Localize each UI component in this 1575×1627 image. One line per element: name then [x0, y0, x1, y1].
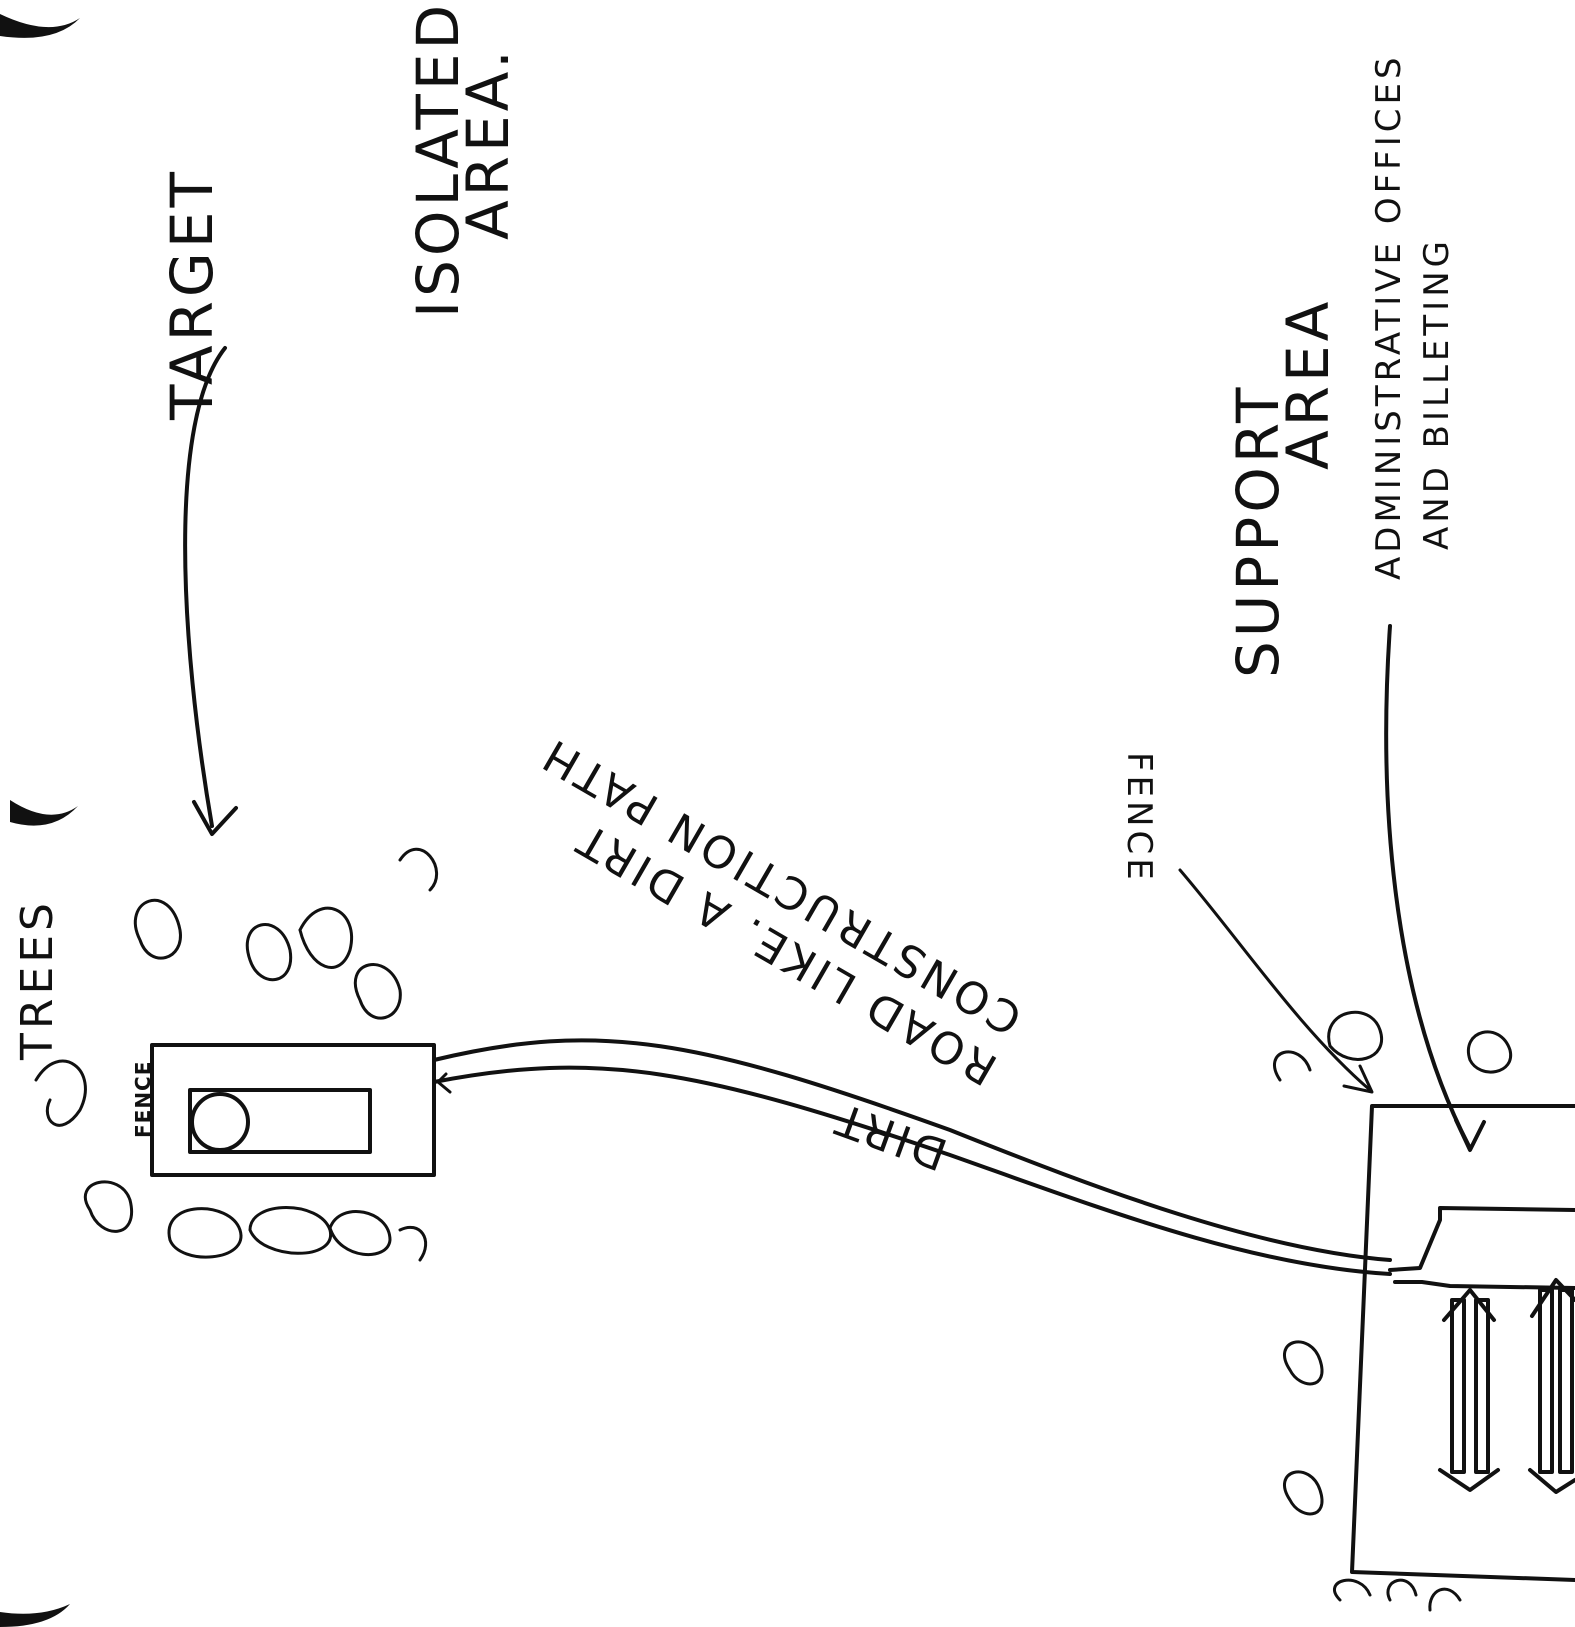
support-area-label-line2: AREA: [1274, 298, 1342, 470]
admin-offices-label-line2: AND BILLETING: [1417, 237, 1457, 550]
road-edge-upper: [432, 1038, 1392, 1262]
support-tree-scribbles: [1273, 1010, 1513, 1612]
target-building: [188, 1088, 372, 1154]
trees-label: TREES: [12, 899, 63, 1061]
punch-hole-top: [0, 14, 80, 38]
support-compound-outline: [1350, 1104, 1575, 1582]
target-label: TARGET: [158, 168, 226, 421]
target-fence-enclosure: [150, 1043, 436, 1177]
fence-arrow: [1178, 868, 1372, 1092]
dirt-label: DIRT: [826, 1092, 953, 1180]
road-label-line2: CONSTRUCTION PATH: [532, 727, 1031, 1044]
fence-arrow-head: [1342, 1064, 1374, 1094]
target-arrow-head: [192, 800, 238, 836]
target-fence-label: FENCE: [131, 1061, 155, 1138]
admin-arrow-head: [1454, 1118, 1486, 1152]
road-edge-lower: [432, 1065, 1392, 1276]
support-area-label-line1: SUPPORT: [1224, 384, 1292, 678]
fence-label: FENCE: [1119, 752, 1159, 884]
admin-offices-label-line1: ADMINISTRATIVE OFFICES: [1369, 53, 1409, 580]
support-buildings: [1438, 1278, 1575, 1494]
isolated-area-label-line1: ISOLATED: [404, 1, 472, 318]
target-arrow: [183, 346, 227, 828]
road-arrow-head: [436, 1072, 452, 1094]
isolated-area-label-line2: AREA.: [454, 46, 522, 240]
support-gate-line-lower: [1393, 1280, 1575, 1290]
support-gate-line-upper: [1388, 1206, 1575, 1272]
admin-arrow: [1384, 624, 1472, 1150]
punch-hole-middle: [10, 800, 78, 826]
target-circle: [190, 1092, 250, 1152]
punch-hole-bottom: [0, 1604, 70, 1627]
tree-scribbles: [34, 847, 438, 1262]
